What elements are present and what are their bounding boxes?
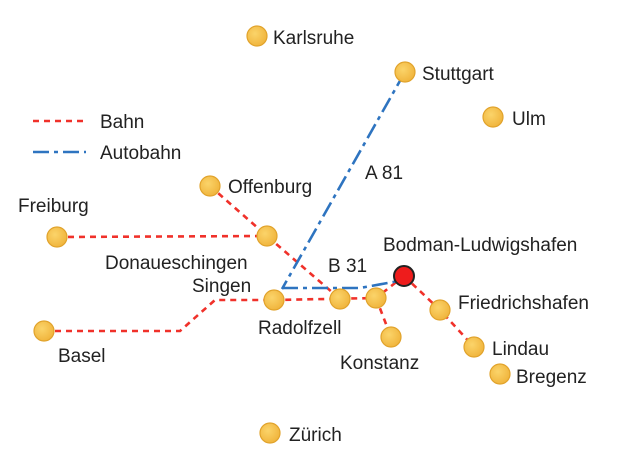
motorway-network [280, 71, 407, 290]
city-label-freiburg: Freiburg [18, 196, 89, 217]
road-b31 [282, 278, 405, 290]
city-label-zurich: Zürich [289, 425, 342, 446]
city-label-bregenz: Bregenz [516, 367, 587, 388]
motorway-a81 [280, 71, 407, 290]
rail-basel-bodman [44, 274, 405, 333]
legend-motorway-label: Autobahn [100, 143, 181, 164]
city-dot-donaueschingen[interactable] [256, 225, 278, 247]
city-dot-bodman-highlight[interactable] [393, 265, 415, 287]
b31-label: B 31 [328, 256, 367, 277]
city-label-friedrichshafen: Friedrichshafen [458, 293, 589, 314]
city-label-basel: Basel [58, 346, 106, 367]
legend-rail-label: Bahn [100, 112, 144, 133]
city-label-stuttgart: Stuttgart [422, 64, 495, 85]
city-label-radolfzell: Radolfzell [258, 318, 341, 339]
city-dot-basel[interactable] [33, 320, 55, 342]
city-dot-offenburg[interactable] [199, 175, 221, 197]
city-label-lindau: Lindau [492, 339, 549, 360]
city-label-donaueschingen: Donaueschingen [105, 253, 248, 274]
city-dot-allensbach[interactable] [365, 287, 387, 309]
city-label-bodman: Bodman-Ludwigshafen [383, 235, 577, 256]
legend: Bahn Autobahn [33, 112, 181, 164]
city-dot-radolfzell[interactable] [329, 288, 351, 310]
city-label-konstanz: Konstanz [340, 353, 419, 374]
city-dot-friedrichshafen[interactable] [429, 299, 451, 321]
city-label-offenburg: Offenburg [228, 177, 312, 198]
city-dot-lindau[interactable] [463, 336, 485, 358]
city-dot-zurich[interactable] [259, 422, 281, 444]
city-dot-bregenz[interactable] [489, 363, 511, 385]
city-dot-konstanz[interactable] [380, 326, 402, 348]
rail-freiburg-donaueschingen [56, 234, 268, 239]
city-dot-stuttgart[interactable] [394, 61, 416, 83]
city-dot-ulm[interactable] [482, 106, 504, 128]
city-dot-freiburg[interactable] [46, 226, 68, 248]
city-label-singen: Singen [192, 276, 251, 297]
city-dot-karlsruhe[interactable] [246, 25, 268, 47]
a81-label: A 81 [365, 163, 403, 184]
city-label-ulm: Ulm [512, 109, 546, 130]
city-label-karlsruhe: Karlsruhe [273, 28, 354, 49]
rail-offenburg-radolfzell [209, 185, 341, 300]
city-dot-singen[interactable] [263, 289, 285, 311]
